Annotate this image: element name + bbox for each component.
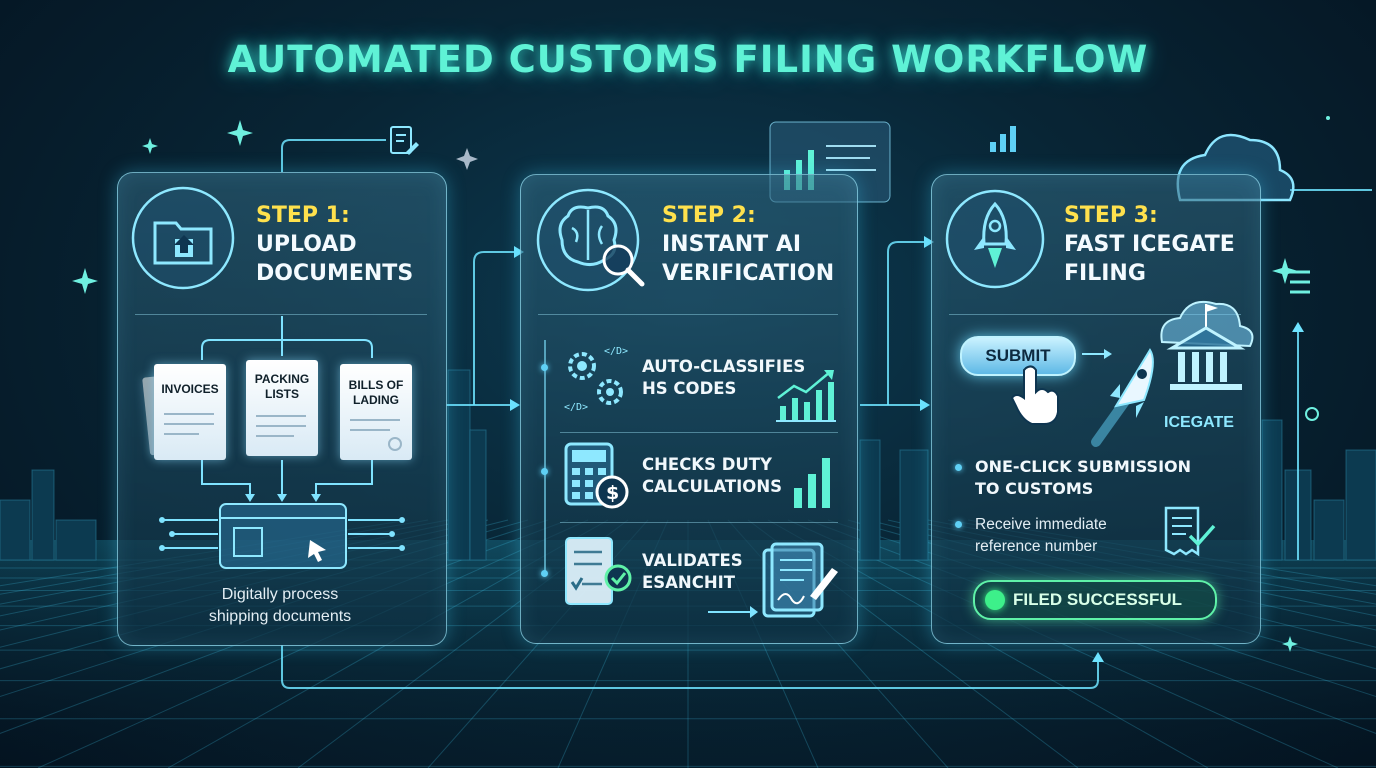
step-2-item-2-line-2: CALCULATIONS	[642, 477, 783, 496]
step-3-bullet-2	[955, 521, 962, 528]
step-2-bullet-1	[541, 364, 548, 371]
gears-code-icon: </D> </D>	[564, 346, 628, 413]
submit-button[interactable]: SUBMIT	[960, 336, 1076, 376]
step-2-item-3-line-1: VALIDATES	[642, 551, 743, 570]
filed-successful-label: FILED SUCCESSFUL	[1013, 590, 1183, 609]
step-3-item-2-line-1: Receive immediate	[975, 516, 1107, 533]
step-3-item-2-line-2: reference number	[975, 538, 1098, 555]
customs-building-icon	[1160, 300, 1254, 390]
bill-of-lading-label-line-1: BILLS OF	[348, 378, 404, 392]
step-2-item-3-text: VALIDATES ESANCHIT	[642, 550, 743, 594]
step-2-item-2-text: CHECKS DUTY CALCULATIONS	[642, 454, 782, 498]
step-1-title-line-2: DOCUMENTS	[256, 261, 414, 286]
bill-of-lading-label-line-2: LADING	[353, 393, 399, 407]
folder-upload-icon	[131, 186, 235, 290]
step-2-item-3-line-2: ESANCHIT	[642, 573, 736, 592]
step-2-timeline	[544, 340, 546, 576]
browser-window-icon	[159, 503, 405, 569]
document-edit-icon	[390, 126, 419, 155]
step-3-title-line-2: FILING	[1064, 261, 1146, 286]
svg-text:</D>: </D>	[564, 402, 588, 413]
step-1-caption-line-1: Digitally process	[221, 586, 339, 603]
svg-text:</D>: </D>	[604, 346, 628, 357]
bar-chart-icon	[794, 458, 830, 508]
packing-list-label-line-1: PACKING	[254, 372, 310, 386]
calculator-icon: $	[564, 442, 629, 509]
step-3-bullet-1	[955, 464, 962, 471]
step-2-divider-3	[560, 522, 838, 523]
filed-successful-badge: FILED SUCCESSFUL	[973, 580, 1217, 620]
packing-list-label: PACKING LISTS	[246, 372, 318, 402]
step-1-caption: Digitally process shipping documents	[160, 584, 400, 628]
step-1-title: STEP 1: UPLOAD DOCUMENTS	[256, 201, 413, 288]
signed-document-icon	[708, 542, 838, 618]
rocket-icon	[945, 189, 1045, 289]
step-1-title-line-1: UPLOAD	[256, 232, 357, 257]
step-1-caption-line-2: shipping documents	[208, 608, 352, 625]
step-3-item-2-text: Receive immediate reference number	[975, 514, 1107, 558]
packing-list-label-line-2: LISTS	[264, 387, 299, 401]
step-2-number: STEP 2:	[662, 203, 756, 228]
step-3-title-line-1: FAST ICEGATE	[1064, 232, 1235, 257]
bill-of-lading-label: BILLS OF LADING	[340, 378, 412, 408]
rising-chart-icon	[776, 370, 836, 422]
step-1-divider	[135, 314, 427, 315]
step-3-item-1-line-2: TO CUSTOMS	[975, 479, 1094, 498]
step-3-number: STEP 3:	[1064, 203, 1158, 228]
step-2-item-1-text: AUTO-CLASSIFIES HS CODES	[642, 356, 805, 400]
packing-list-document: PACKING LISTS	[246, 360, 318, 456]
launching-rocket-icon	[1082, 348, 1154, 447]
svg-text:$: $	[606, 482, 619, 504]
step-3-title: STEP 3: FAST ICEGATE FILING	[1064, 201, 1235, 288]
step-2-bullet-2	[541, 468, 548, 475]
step-2-title-line-1: INSTANT AI	[662, 232, 802, 257]
success-dot-icon	[985, 590, 1005, 610]
document-lines-decoration	[164, 413, 402, 451]
step-2-item-1-line-2: HS CODES	[642, 379, 737, 398]
step-2-title: STEP 2: INSTANT AI VERIFICATION	[662, 201, 834, 288]
step-3-item-1-line-1: ONE-CLICK SUBMISSION	[975, 457, 1192, 476]
invoice-label: INVOICES	[161, 382, 219, 396]
step-1-connectors	[201, 316, 373, 502]
step-2-bullet-3	[541, 570, 548, 577]
step-2-divider	[538, 314, 838, 315]
page-title: AUTOMATED CUSTOMS FILING WORKFLOW	[227, 38, 1149, 81]
brain-search-icon	[536, 188, 645, 292]
pointer-hand-icon	[1010, 365, 1059, 425]
step-3-item-1-text: ONE-CLICK SUBMISSION TO CUSTOMS	[975, 456, 1191, 500]
step-2-title-line-2: VERIFICATION	[662, 261, 835, 286]
step-3-divider	[949, 314, 1241, 315]
checklist-icon	[565, 537, 632, 605]
step-2-item-1-line-1: AUTO-CLASSIFIES	[642, 357, 806, 376]
step-1-number: STEP 1:	[256, 203, 350, 228]
icegate-label: ICEGATE	[1164, 414, 1234, 431]
receipt-check-icon	[1164, 506, 1216, 557]
invoice-document: INVOICES	[154, 364, 226, 460]
step-2-divider-2	[560, 432, 838, 433]
step-2-item-2-line-1: CHECKS DUTY	[642, 455, 773, 474]
